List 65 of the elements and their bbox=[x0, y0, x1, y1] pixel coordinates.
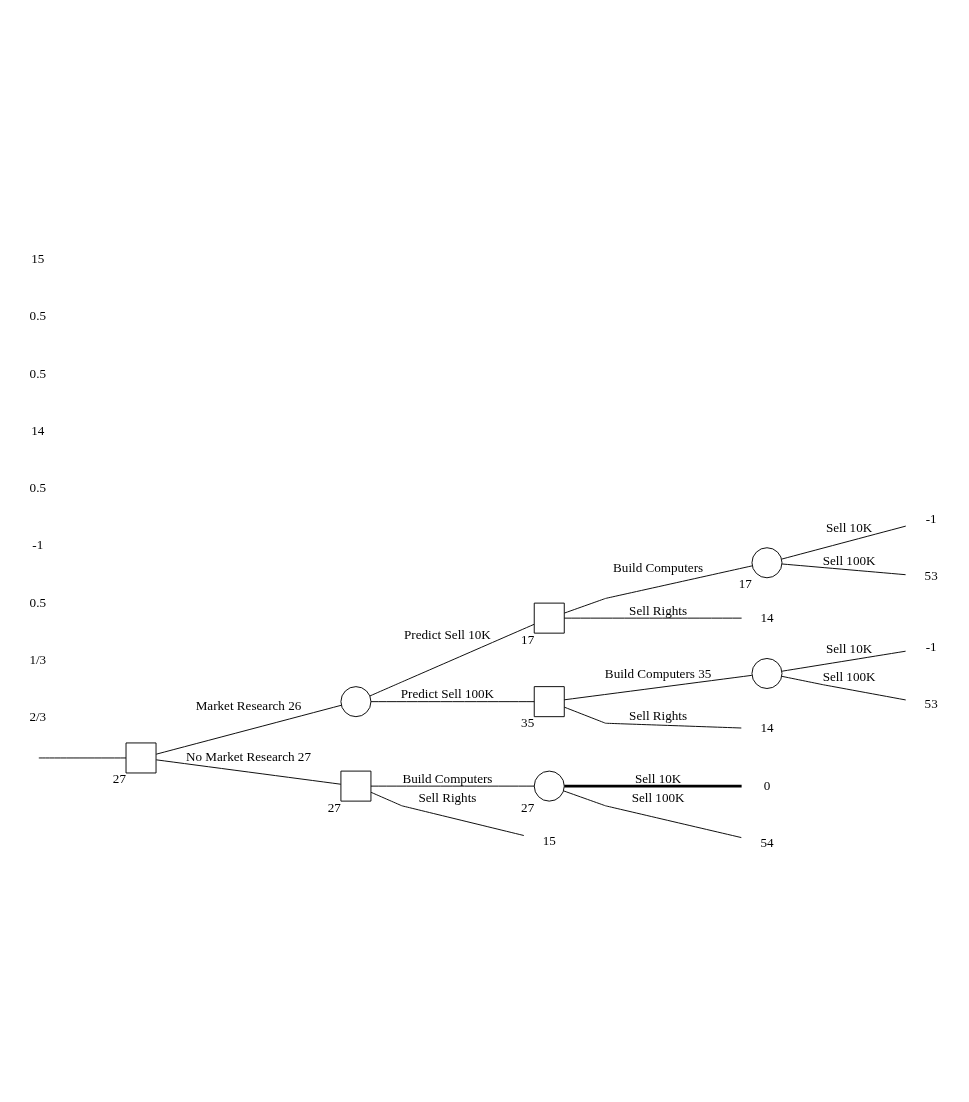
label: -1 bbox=[32, 536, 44, 552]
node-text: 14 bbox=[760, 719, 774, 735]
node-label: 27 bbox=[521, 799, 535, 815]
edge-label: Sell 10K bbox=[825, 640, 873, 656]
node-box bbox=[125, 741, 157, 773]
edge-label: Sell 10K bbox=[825, 519, 873, 535]
node-circle bbox=[751, 657, 783, 689]
node-box bbox=[340, 770, 372, 802]
node-label: 27 bbox=[112, 770, 127, 786]
node-label: 35 bbox=[521, 714, 535, 730]
edge-label: Build Computers bbox=[402, 770, 493, 786]
connector bbox=[370, 791, 525, 836]
edge-label: Sell Rights bbox=[629, 707, 688, 723]
label: 0.5 bbox=[29, 365, 47, 381]
connector bbox=[564, 784, 742, 787]
label: 1/3 bbox=[29, 651, 47, 667]
connector bbox=[155, 758, 342, 785]
label: 2/3 bbox=[29, 708, 47, 724]
edge-label: Sell 100K bbox=[822, 668, 876, 684]
label: 14 bbox=[31, 422, 45, 438]
node-circle bbox=[533, 770, 565, 802]
edge-label: Sell Rights bbox=[629, 602, 688, 618]
node-box bbox=[533, 685, 565, 717]
connector bbox=[563, 789, 742, 838]
label: 0.5 bbox=[29, 594, 47, 610]
label: 0.5 bbox=[29, 479, 47, 495]
connector bbox=[370, 700, 535, 702]
node-text: 0 bbox=[763, 777, 771, 793]
node-circle bbox=[751, 546, 783, 578]
label: 15 bbox=[31, 250, 45, 266]
node-text: 53 bbox=[924, 695, 938, 711]
connector bbox=[563, 674, 753, 700]
node-label: 27 bbox=[327, 799, 341, 815]
edge-label: Predict Sell 10K bbox=[404, 626, 491, 642]
connector bbox=[563, 617, 743, 619]
node-text: 14 bbox=[760, 609, 774, 625]
node-text: 53 bbox=[924, 567, 938, 583]
edge-label: No Market Research 27 bbox=[185, 748, 311, 764]
node-text: 54 bbox=[760, 834, 774, 850]
edge-label: Market Research 26 bbox=[195, 697, 302, 713]
connector bbox=[155, 704, 342, 755]
connector bbox=[564, 706, 742, 728]
node-text: -1 bbox=[925, 638, 937, 654]
edge-label: Sell 100K bbox=[631, 789, 685, 805]
connector bbox=[38, 757, 127, 758]
connector bbox=[781, 525, 907, 560]
node-box bbox=[533, 602, 565, 634]
node-label: 17 bbox=[738, 575, 752, 591]
node-text: -1 bbox=[925, 510, 937, 526]
connector bbox=[369, 623, 535, 696]
connector bbox=[564, 564, 753, 613]
label: 0.5 bbox=[29, 307, 47, 323]
connector bbox=[370, 785, 535, 787]
edge-label: Sell 10K bbox=[634, 770, 682, 786]
node-label: 17 bbox=[521, 631, 535, 647]
connector bbox=[781, 650, 907, 672]
edge-label: Sell 100K bbox=[822, 552, 876, 568]
connector bbox=[781, 675, 907, 700]
node-circle bbox=[340, 685, 372, 717]
connector bbox=[781, 563, 907, 575]
edge-label: Sell Rights bbox=[418, 789, 477, 805]
edge-label: Build Computers bbox=[613, 559, 704, 575]
edge-label: Build Computers 35 bbox=[604, 665, 712, 681]
edge-label: Predict Sell 100K bbox=[400, 685, 495, 701]
node-text: 15 bbox=[542, 832, 556, 848]
